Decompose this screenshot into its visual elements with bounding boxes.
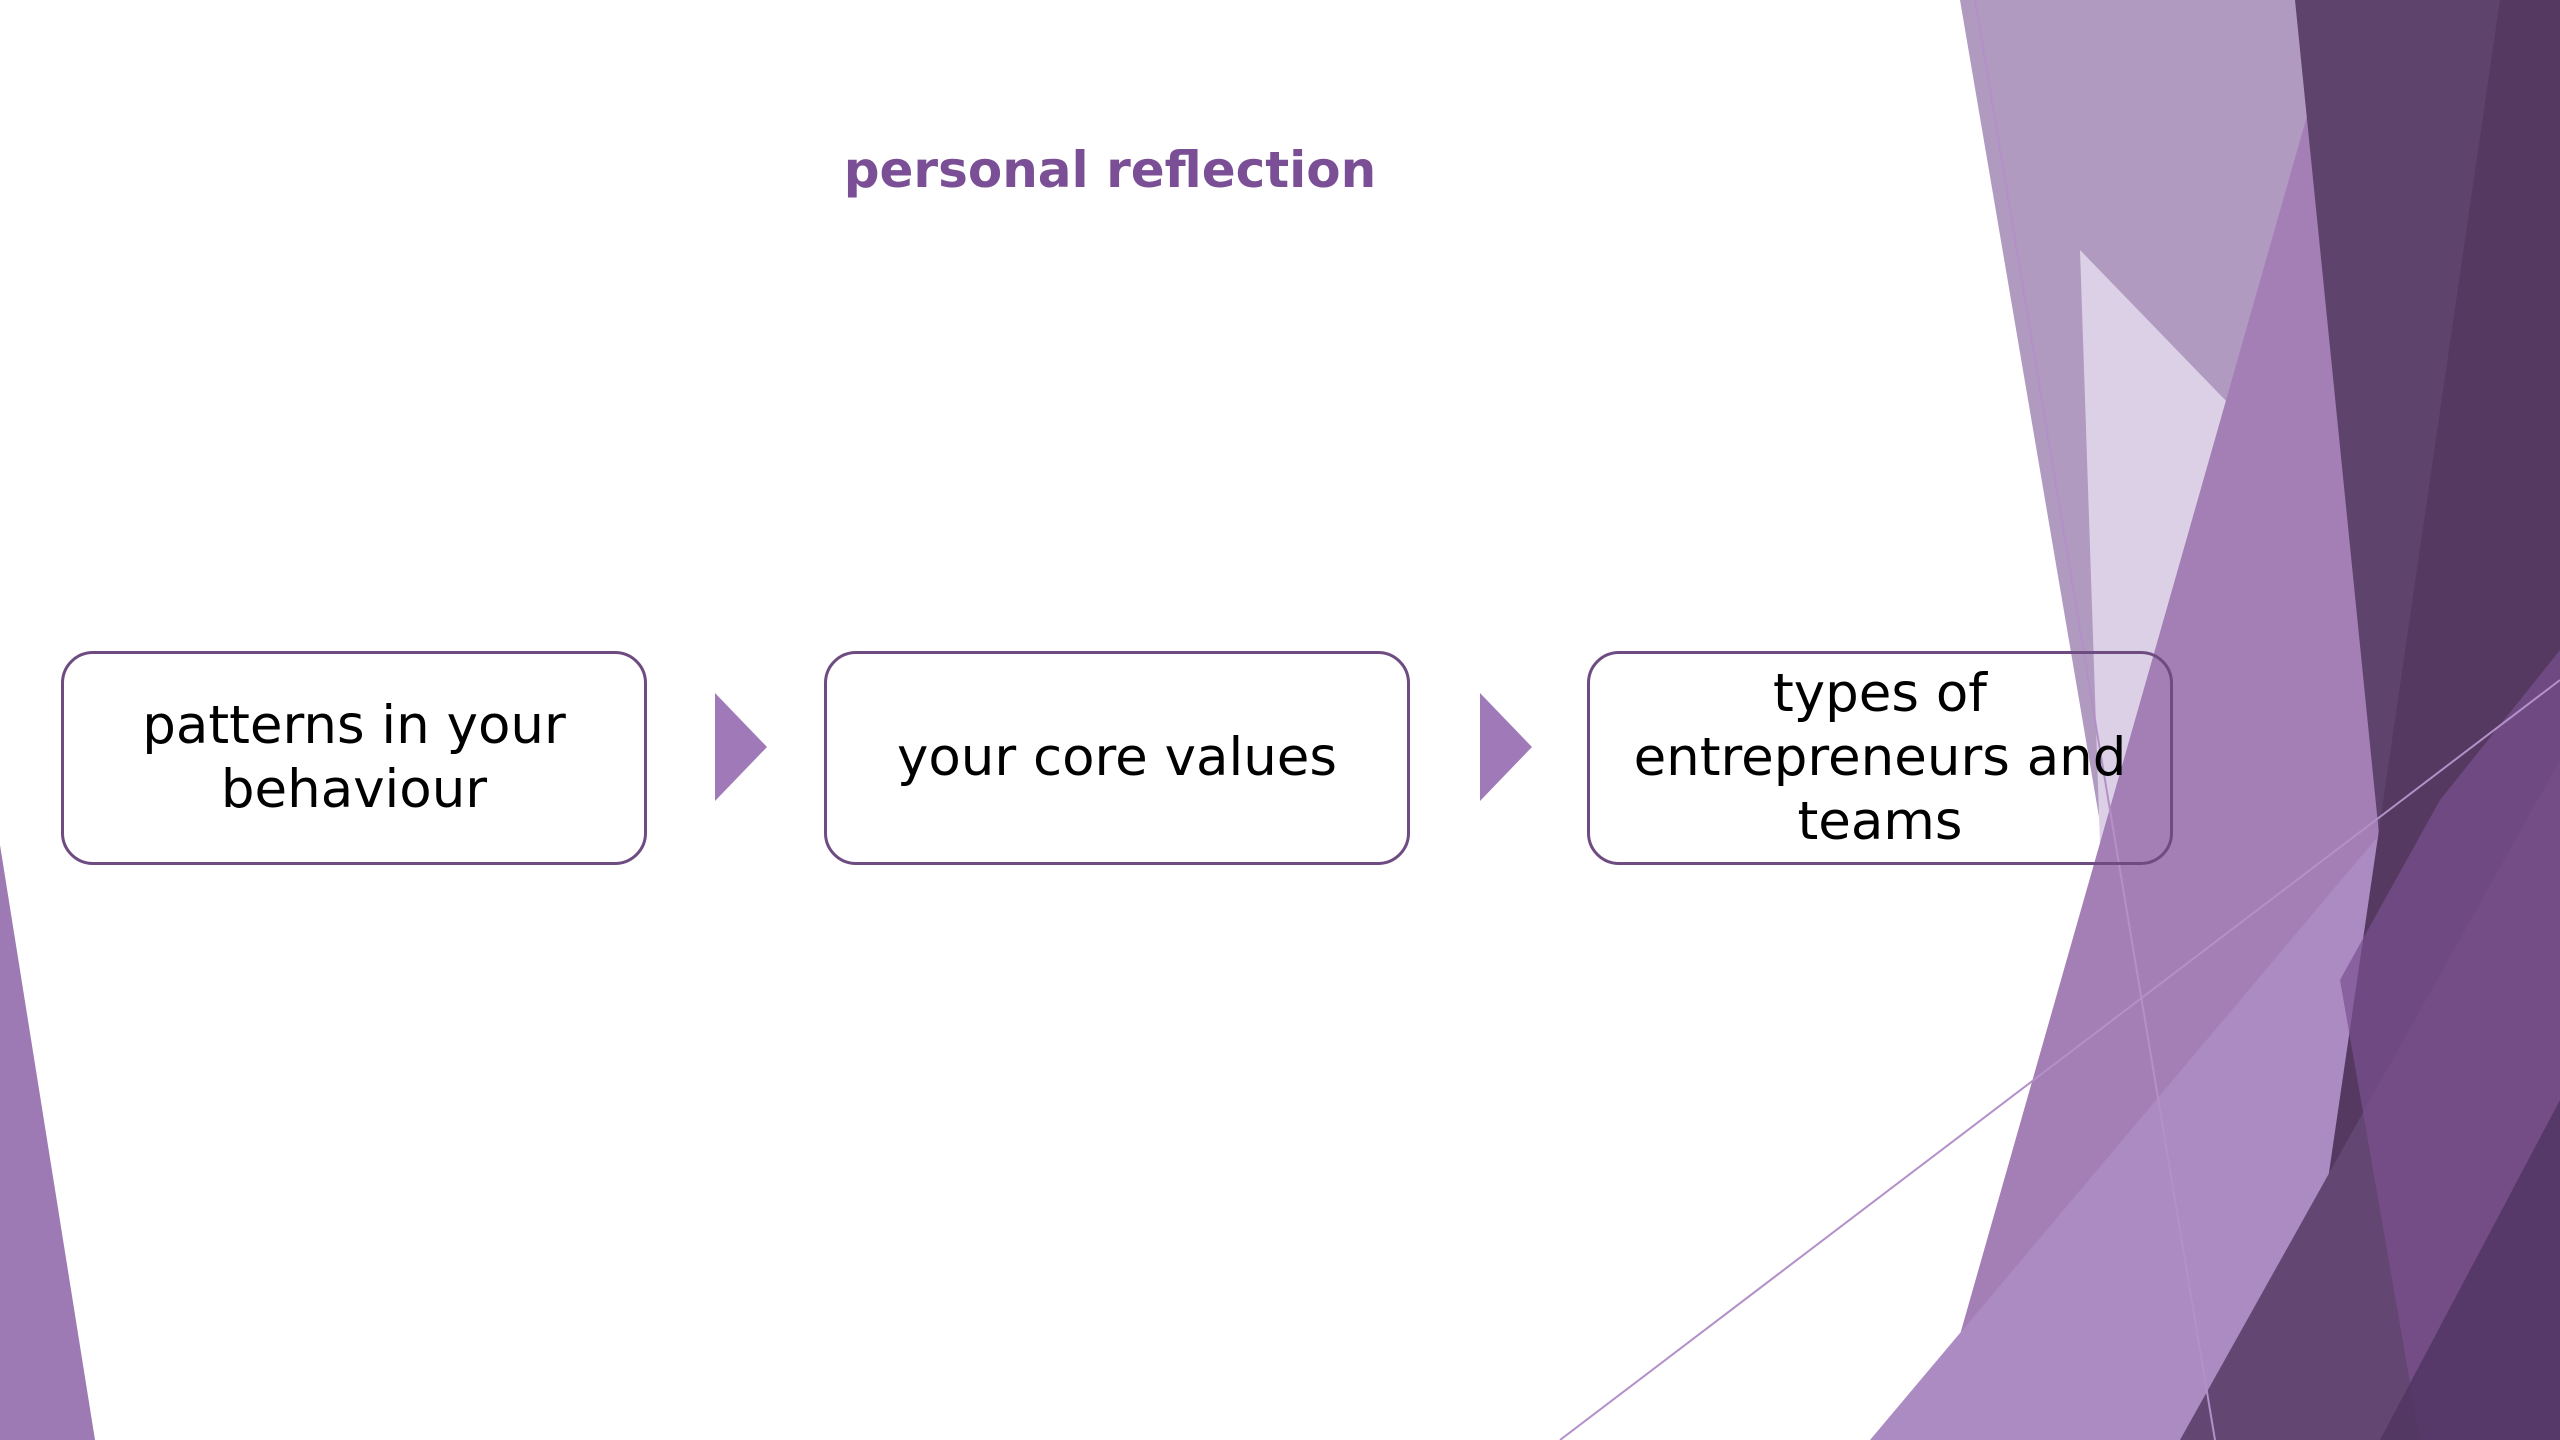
process-step-1-label: patterns in your behaviour <box>142 695 566 820</box>
process-step-2-label: your core values <box>896 727 1338 788</box>
process-step-2: your core values <box>824 651 1410 865</box>
facet-deep-corner <box>2380 1100 2560 1440</box>
left-accent-shape <box>0 845 95 1440</box>
slide-title: personal reflection <box>843 141 1377 199</box>
process-step-3-label: types of entrepreneurs and teams <box>1633 663 2127 852</box>
decorative-line-steep <box>1974 0 2216 1440</box>
decorative-line-diagonal <box>1559 679 2560 1440</box>
right-triangle-arrow-icon <box>715 693 767 801</box>
process-step-1: patterns in your behaviour <box>61 651 647 865</box>
right-triangle-arrow-icon <box>1480 693 1532 801</box>
process-step-3: types of entrepreneurs and teams <box>1587 651 2173 865</box>
